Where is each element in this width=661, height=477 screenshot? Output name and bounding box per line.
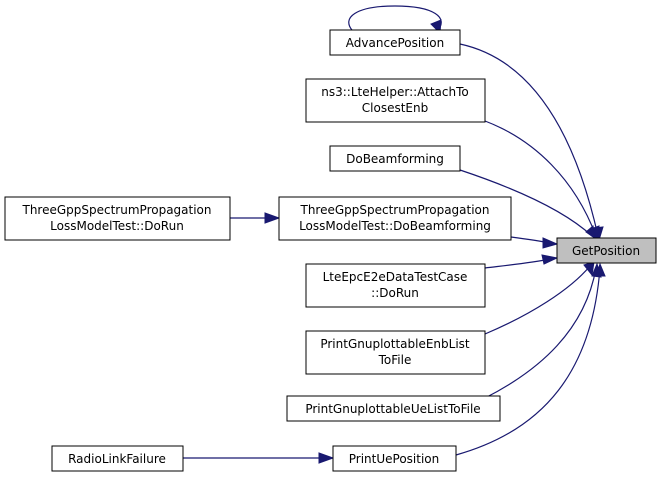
node-label-line-1: LteEpcE2eDataTestCase: [323, 270, 468, 284]
node-print-ue-position[interactable]: PrintUePosition: [332, 445, 457, 472]
node-label-line-1: ns3::LteHelper::AttachTo: [321, 85, 469, 99]
node-label-line-2: ::DoRun: [371, 286, 419, 300]
edge-printue-to-getposition: [484, 262, 602, 399]
edge-tgpp-dorun-to-tgpp-dobeam: [230, 212, 281, 224]
node-label: AdvancePosition: [346, 36, 444, 50]
edge-tgpp-dobeam-to-getposition: [510, 236, 559, 249]
node-label: RadioLinkFailure: [68, 452, 166, 466]
node-lte-epc-e2e-data-test-case-dorun[interactable]: LteEpcE2eDataTestCase ::DoRun: [305, 263, 486, 308]
node-label: PrintUePosition: [349, 452, 440, 466]
node-label-line-2: LossModelTest::DoRun: [50, 219, 184, 233]
edge-advance-self: [348, 5, 442, 35]
node-label-line-1: ThreeGppSpectrumPropagation: [21, 203, 211, 217]
node-label-line-2: ToFile: [378, 353, 412, 367]
edge-radiolink-to-printueposition: [183, 452, 335, 464]
node-get-position[interactable]: GetPosition: [556, 237, 657, 264]
node-label-line-2: LossModelTest::DoBeamforming: [299, 219, 491, 233]
node-label-line-1: ThreeGppSpectrumPropagation: [299, 203, 489, 217]
node-threegpp-loss-model-test-dorun[interactable]: ThreeGppSpectrumPropagation LossModelTes…: [4, 196, 231, 241]
node-do-beamforming[interactable]: DoBeamforming: [329, 145, 461, 172]
node-advance-position[interactable]: AdvancePosition: [329, 29, 461, 56]
edge-lteepc-to-getposition: [484, 254, 559, 269]
edge-printenb-to-getposition: [484, 261, 595, 335]
node-label: DoBeamforming: [346, 152, 444, 166]
node-label-line-2: ClosestEnb: [362, 101, 428, 115]
node-print-gnuplottable-ue-list-to-file[interactable]: PrintGnuplottableUeListToFile: [286, 395, 501, 422]
node-label-line-1: PrintGnuplottableEnbList: [320, 337, 470, 351]
edge-printueposition-to-getposition: [455, 262, 606, 456]
node-label: PrintGnuplottableUeListToFile: [305, 402, 480, 416]
node-threegpp-loss-model-test-dobeamforming[interactable]: ThreeGppSpectrumPropagation LossModelTes…: [278, 196, 512, 241]
node-print-gnuplottable-enb-list-to-file[interactable]: PrintGnuplottableEnbList ToFile: [305, 330, 486, 375]
edge-dobeamforming-to-getposition: [459, 169, 597, 241]
node-lte-helper-attach-to-closest-enb[interactable]: ns3::LteHelper::AttachTo ClosestEnb: [305, 78, 486, 123]
node-label: GetPosition: [572, 244, 640, 258]
node-radio-link-failure[interactable]: RadioLinkFailure: [51, 445, 184, 472]
